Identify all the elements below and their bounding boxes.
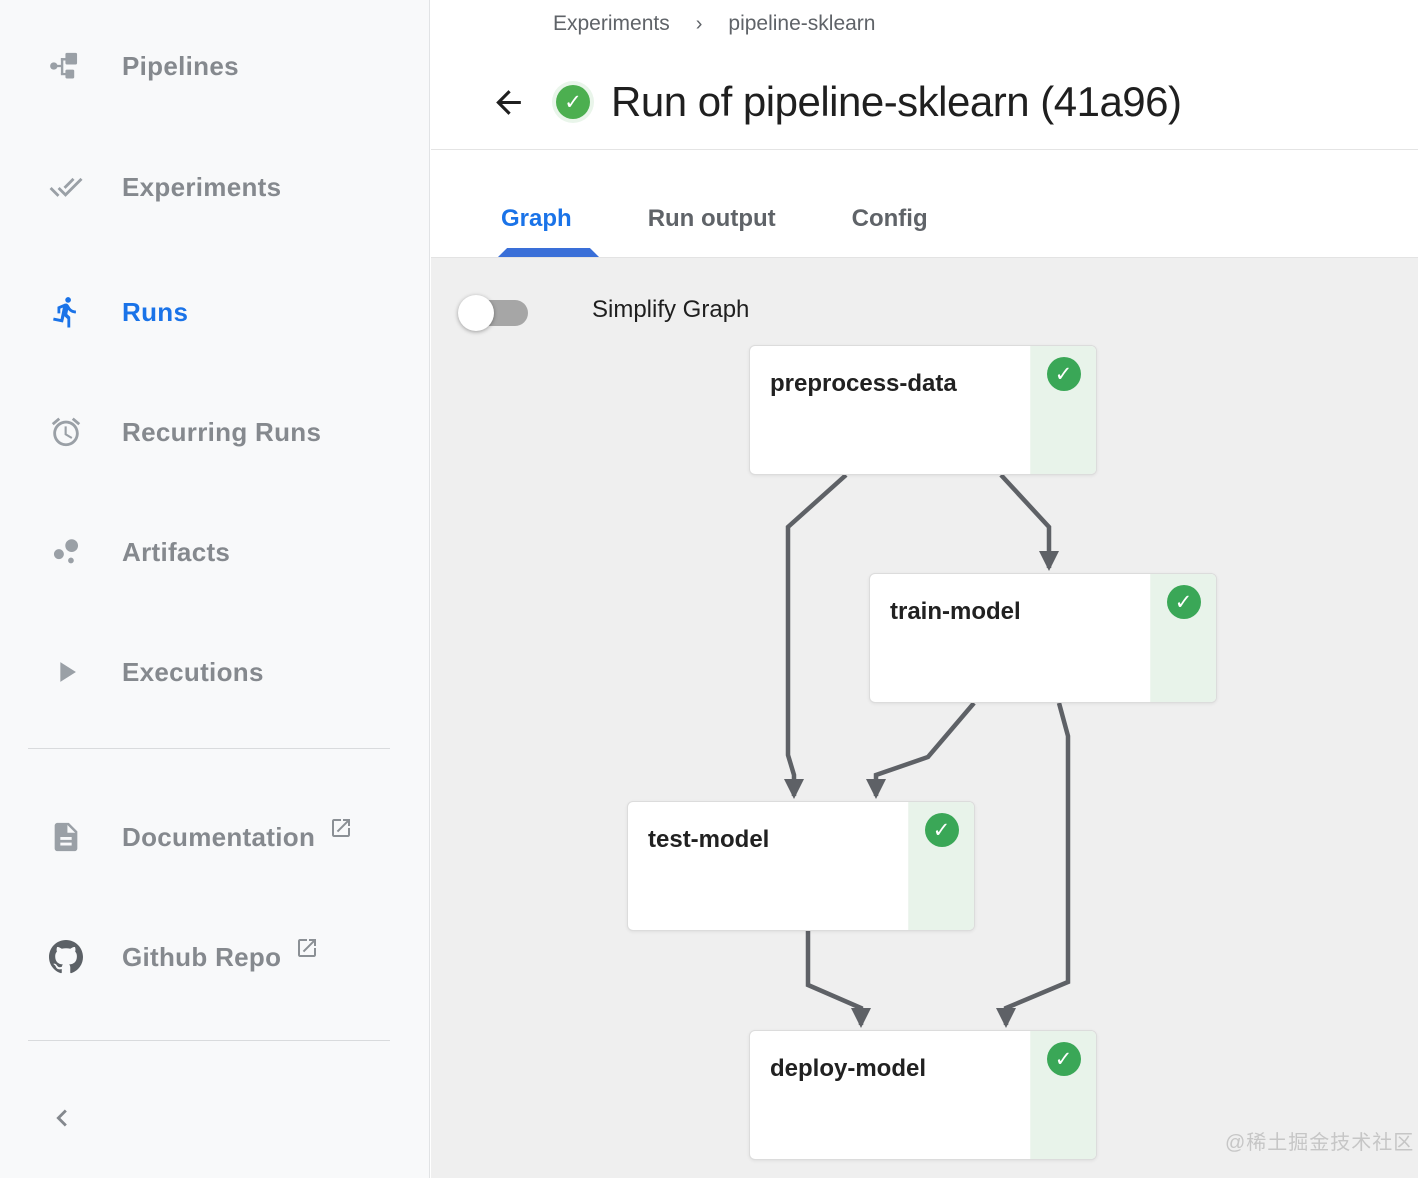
watermark: @稀土掘金技术社区 xyxy=(1225,1132,1415,1154)
status-succeeded-icon xyxy=(1046,357,1081,391)
graph-node-deploy-model[interactable]: deploy-model xyxy=(749,1030,1097,1160)
sidebar-item-pipelines[interactable]: Pipelines xyxy=(0,38,430,94)
run-succeeded-icon xyxy=(556,85,590,119)
sidebar-item-label: Recurring Runs xyxy=(122,416,322,447)
back-button[interactable] xyxy=(486,80,530,124)
active-tab-indicator xyxy=(498,248,599,257)
executions-icon xyxy=(48,654,84,690)
node-label: preprocess-data xyxy=(770,370,957,397)
graph-node-train-model[interactable]: train-model xyxy=(869,573,1217,703)
sidebar-item-runs[interactable]: Runs xyxy=(0,284,430,340)
node-status-strip xyxy=(1030,1031,1096,1159)
graph-node-preprocess-data[interactable]: preprocess-data xyxy=(749,345,1097,475)
artifacts-icon xyxy=(48,534,84,570)
node-label: deploy-model xyxy=(770,1055,927,1082)
graph-canvas: Simplify Graph preprocess-data xyxy=(431,258,1418,1178)
edge-train-to-test xyxy=(866,701,976,799)
sidebar-item-artifacts[interactable]: Artifacts xyxy=(0,524,430,580)
tab-graph[interactable]: Graph xyxy=(501,205,572,232)
sidebar-item-label: Runs xyxy=(122,296,189,327)
sidebar-item-recurring-runs[interactable]: Recurring Runs xyxy=(0,404,430,460)
breadcrumb-experiments[interactable]: Experiments xyxy=(553,12,670,35)
sidebar-item-label: Executions xyxy=(122,656,264,687)
simplify-graph-toggle[interactable] xyxy=(458,295,528,331)
sidebar-item-executions[interactable]: Executions xyxy=(0,644,430,700)
chevron-right-icon: › xyxy=(695,12,703,35)
edge-preprocess-to-train xyxy=(999,473,1059,571)
node-label: test-model xyxy=(648,826,770,853)
recurring-runs-icon xyxy=(48,414,84,450)
sidebar-item-label: Pipelines xyxy=(122,50,239,81)
document-icon xyxy=(48,819,84,855)
sidebar-item-experiments[interactable]: Experiments xyxy=(0,159,430,215)
sidebar-item-github-repo[interactable]: Github Repo xyxy=(0,929,430,985)
open-in-new-icon xyxy=(295,936,319,965)
graph-edges xyxy=(784,473,1071,1028)
status-succeeded-icon xyxy=(1046,1042,1081,1076)
open-in-new-icon xyxy=(329,816,353,845)
simplify-graph-label: Simplify Graph xyxy=(592,296,750,323)
tab-bar: Graph Run output Config xyxy=(431,151,1418,258)
edge-train-to-deploy xyxy=(996,702,1071,1028)
tab-config[interactable]: Config xyxy=(851,205,928,232)
status-succeeded-icon xyxy=(924,813,959,847)
sidebar-collapse-button[interactable] xyxy=(42,1098,82,1138)
sidebar-divider xyxy=(28,1040,390,1041)
breadcrumb-pipeline[interactable]: pipeline-sklearn xyxy=(728,12,876,35)
runs-icon xyxy=(48,294,84,330)
edge-test-to-deploy xyxy=(805,930,871,1028)
page-title: Run of pipeline-sklearn (41a96) xyxy=(611,78,1182,125)
breadcrumb: Experiments › pipeline-sklearn xyxy=(553,12,875,36)
sidebar-item-label: Artifacts xyxy=(122,536,231,567)
sidebar-item-label: Documentation xyxy=(122,821,316,852)
sidebar-item-label: Github Repo xyxy=(122,941,282,972)
sidebar-item-label: Experiments xyxy=(122,171,282,202)
node-status-strip xyxy=(908,802,974,930)
chevron-left-icon xyxy=(56,1109,67,1127)
main-content: Experiments › pipeline-sklearn Run of pi… xyxy=(431,0,1418,1178)
sidebar-item-documentation[interactable]: Documentation xyxy=(0,809,430,865)
arrow-back-icon xyxy=(495,89,521,115)
run-header: Experiments › pipeline-sklearn Run of pi… xyxy=(431,0,1418,150)
tab-run-output[interactable]: Run output xyxy=(647,205,776,232)
github-icon xyxy=(48,939,84,975)
node-status-strip xyxy=(1150,574,1216,702)
sidebar: Pipelines Experiments Runs Recurring Run… xyxy=(0,0,430,1178)
node-label: train-model xyxy=(890,598,1021,625)
edge-preprocess-to-test xyxy=(784,473,848,799)
graph-node-test-model[interactable]: test-model xyxy=(627,801,975,931)
node-status-strip xyxy=(1030,346,1096,474)
pipelines-icon xyxy=(48,48,84,84)
status-succeeded-icon xyxy=(1166,585,1201,619)
sidebar-divider xyxy=(28,748,390,749)
experiments-icon xyxy=(48,169,84,205)
